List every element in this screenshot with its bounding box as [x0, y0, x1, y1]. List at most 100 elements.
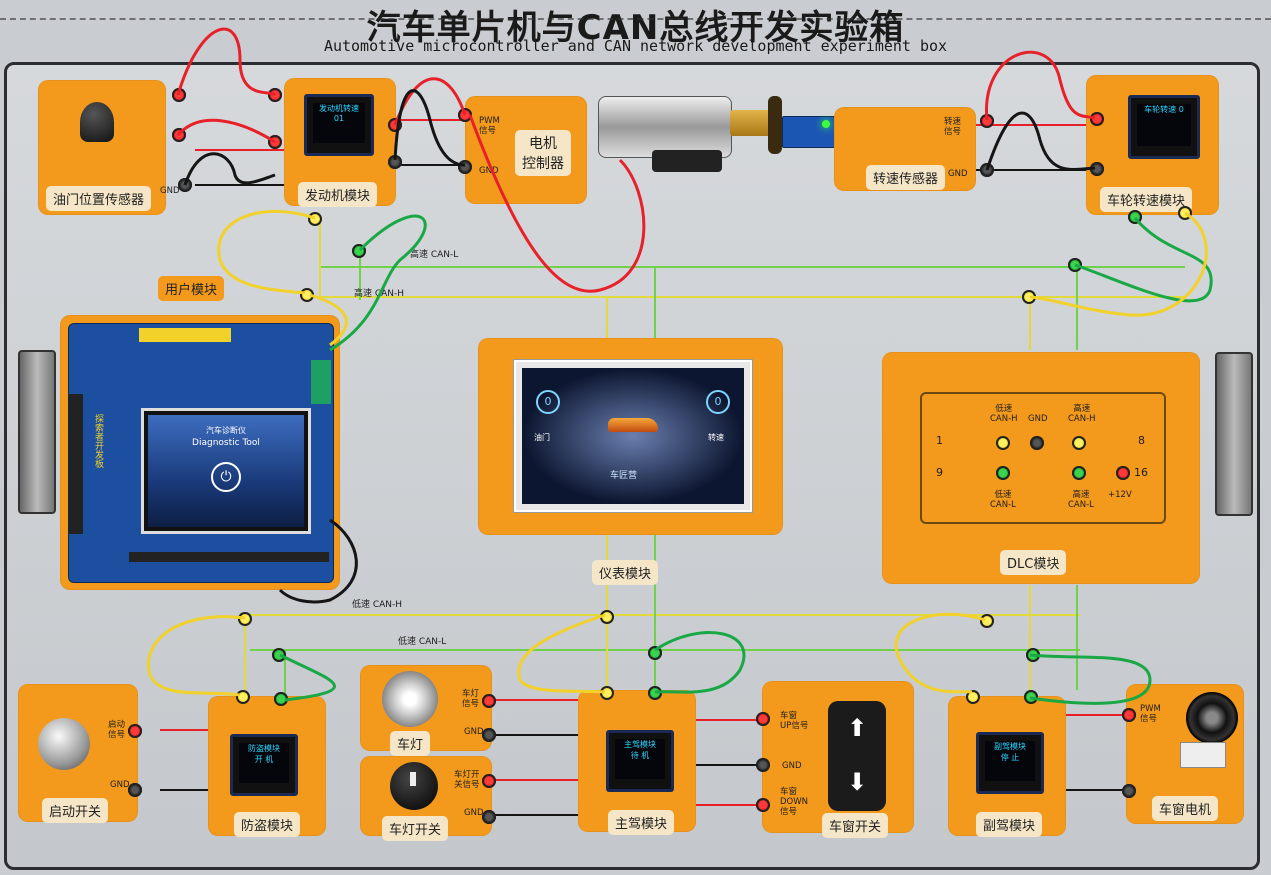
can-terminal[interactable] [311, 360, 331, 404]
dashboard-module: 0 0 油门 转速 车匠营 [478, 338, 783, 535]
ls-canh-label: 低速 CAN-H [352, 600, 403, 610]
throttle-knob[interactable] [80, 102, 114, 142]
motor-ctrl-label: 电机 控制器 [515, 130, 571, 176]
engine-label: 发动机模块 [298, 182, 378, 207]
bus-ls-canh-jack-2[interactable] [600, 610, 614, 624]
bus-ls-canl-jack-1[interactable] [272, 648, 286, 662]
header-connector [139, 328, 231, 342]
motor-ctrl-pwm-jack[interactable] [458, 108, 472, 122]
driver-canh-jack[interactable] [600, 686, 614, 700]
passenger-label: 副驾模块 [976, 812, 1043, 837]
motor-ctrl-pwm-label: PWM 信号 [479, 116, 500, 136]
start-gnd-label: GND [110, 780, 130, 790]
start-gnd-jack[interactable] [128, 783, 142, 797]
lamp-switch-signal-label: 车灯开 关信号 [454, 770, 480, 790]
window-gnd-jack[interactable] [756, 758, 770, 772]
motor-ctrl-gnd-label: GND [479, 166, 499, 176]
speed-sensor-module: 转速 信号 GND 转速传感器 [834, 107, 976, 191]
bus-ls-canh-jack-3[interactable] [980, 614, 994, 628]
lamp-switch-gnd-jack[interactable] [482, 810, 496, 824]
dlc-pin9: 9 [936, 466, 943, 479]
window-motor-pwm-jack[interactable] [1122, 708, 1136, 722]
motor-ctrl-gnd-jack[interactable] [458, 160, 472, 174]
wheel-speed-canh-jack[interactable] [1178, 206, 1192, 220]
wheel-speed-label: 车轮转速模块 [1100, 187, 1193, 212]
motor-controller-module: PWM 信号 GND 电机 控制器 [465, 96, 587, 204]
toggle-mark [410, 772, 416, 786]
speed-sensor-gnd-jack[interactable] [980, 163, 994, 177]
window-switch-label: 车窗开关 [822, 813, 889, 838]
engine-canh-jack[interactable] [308, 212, 322, 226]
dlc-hs-canh-jack[interactable] [1072, 436, 1086, 450]
dlc-ls-canl-jack[interactable] [996, 466, 1010, 480]
wheel-speed-signal-jack[interactable] [1090, 112, 1104, 126]
left-handle[interactable] [18, 350, 56, 514]
driver-canl-jack[interactable] [648, 686, 662, 700]
speed-sensor-label: 转速传感器 [866, 165, 946, 190]
user-module: 探索者开发板 汽车诊断仪 Diagnostic Tool ⏻ [60, 315, 340, 590]
driver-module: 主驾模块 待 机 主驾模块 [578, 690, 696, 835]
lamp-gnd-label: GND [464, 727, 484, 737]
bus-ls-canh-jack-1[interactable] [238, 612, 252, 626]
lamp-switch-signal-jack[interactable] [482, 774, 496, 788]
engine-module: 发动机转速 01 发动机模块 [284, 78, 396, 207]
start-switch-module: 启动 信号 GND 启动开关 [18, 684, 138, 823]
passenger-oled-text: 副驾模块 停 止 [985, 741, 1035, 781]
user-lcd-screen[interactable]: 汽车诊断仪 Diagnostic Tool ⏻ [148, 415, 304, 527]
pin-header-bottom [129, 552, 329, 562]
driver-label: 主驾模块 [608, 810, 675, 835]
pin-header-left [69, 394, 83, 534]
window-down-jack[interactable] [756, 798, 770, 812]
lamp-gnd-jack[interactable] [482, 728, 496, 742]
bus-hs-canh-jack-right[interactable] [1022, 290, 1036, 304]
power-icon[interactable]: ⏻ [211, 462, 241, 492]
wheel-speed-gnd-jack[interactable] [1090, 162, 1104, 176]
throttle-label: 油门位置传感器 [46, 186, 152, 211]
start-button[interactable] [38, 718, 90, 770]
engine-pwm-jack[interactable] [388, 118, 402, 132]
start-signal-jack[interactable] [128, 724, 142, 738]
window-motor-gnd-jack[interactable] [1122, 784, 1136, 798]
window-rocker[interactable]: ⬆ ⬇ [828, 701, 886, 811]
ls-canl-label: 低速 CAN-L [398, 637, 447, 647]
dlc-ls-canh-jack[interactable] [996, 436, 1010, 450]
dlc-12v-jack[interactable] [1116, 466, 1130, 480]
bus-hs-canl-jack-right[interactable] [1068, 258, 1082, 272]
dlc-gnd-jack[interactable] [1030, 436, 1044, 450]
page-title-en: Automotive microcontroller and CAN netwo… [323, 37, 948, 55]
dlc-ls-canl-label: 低速 CAN-L [990, 490, 1016, 510]
arrow-up-icon[interactable]: ⬆ [846, 714, 868, 742]
passenger-canl-jack[interactable] [1024, 690, 1038, 704]
driver-oled-text: 主驾模块 待 机 [615, 739, 665, 779]
window-up-jack[interactable] [756, 712, 770, 726]
arrow-down-icon[interactable]: ⬇ [846, 768, 868, 796]
antitheft-canh-jack[interactable] [236, 690, 250, 704]
right-handle[interactable] [1215, 352, 1253, 516]
lamp-toggle[interactable] [390, 762, 438, 810]
lamp-switch-label: 车灯开关 [382, 816, 449, 841]
throttle-gnd-jack[interactable] [178, 178, 192, 192]
speed-sensor-signal-jack[interactable] [980, 114, 994, 128]
antitheft-canl-jack[interactable] [274, 692, 288, 706]
throttle-signal1-jack[interactable] [172, 88, 186, 102]
dashboard-label: 仪表模块 [592, 560, 659, 585]
bus-ls-canl-jack-2[interactable] [648, 646, 662, 660]
dev-board-text: 探索者开发板 [93, 414, 103, 468]
engine-canl-jack[interactable] [352, 244, 366, 258]
lamp-signal-jack[interactable] [482, 694, 496, 708]
dash-right-label: 转速 [708, 433, 724, 442]
throttle-gnd-label: GND [160, 186, 180, 196]
lamp-switch-module: 车灯开 关信号 GND 车灯开关 [360, 756, 492, 841]
passenger-canh-jack[interactable] [966, 690, 980, 704]
engine-gnd-jack[interactable] [388, 155, 402, 169]
engine-in-jack-1[interactable] [268, 88, 282, 102]
bus-ls-canl-jack-3[interactable] [1026, 648, 1040, 662]
user-hs-canh-jack[interactable] [300, 288, 314, 302]
dashboard-frame: 0 0 油门 转速 车匠营 [514, 360, 752, 512]
throttle-signal2-jack[interactable] [172, 128, 186, 142]
lamp-bulb [382, 671, 438, 727]
engine-in-jack-2[interactable] [268, 135, 282, 149]
start-signal-label: 启动 信号 [108, 720, 126, 740]
dlc-hs-canl-jack[interactable] [1072, 466, 1086, 480]
wheel-speed-canl-jack[interactable] [1128, 210, 1142, 224]
